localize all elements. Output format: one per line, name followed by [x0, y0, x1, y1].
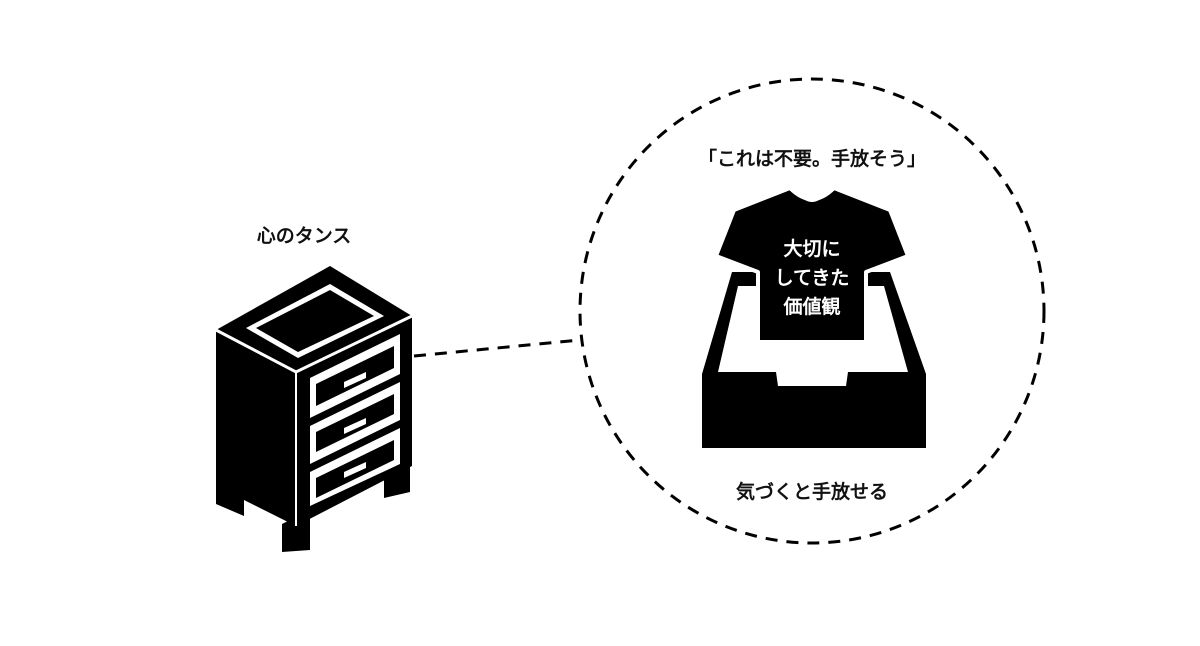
- connector-line: [413, 338, 581, 358]
- shirt-text-line-2: してきた: [775, 267, 850, 289]
- shirt-text-line-1: 大切に: [783, 237, 840, 260]
- caption: 気づくと手放せる: [736, 480, 888, 503]
- dresser-icon: [215, 266, 413, 552]
- shirt-text-line-3: 価値観: [782, 295, 840, 318]
- zoom-circle: [578, 77, 1046, 545]
- tshirt-icon: [714, 186, 910, 344]
- thought-quote: 「これは不要。手放そう」: [698, 147, 926, 170]
- tray-icon: [702, 272, 926, 448]
- dresser-label: 心のタンス: [257, 225, 352, 247]
